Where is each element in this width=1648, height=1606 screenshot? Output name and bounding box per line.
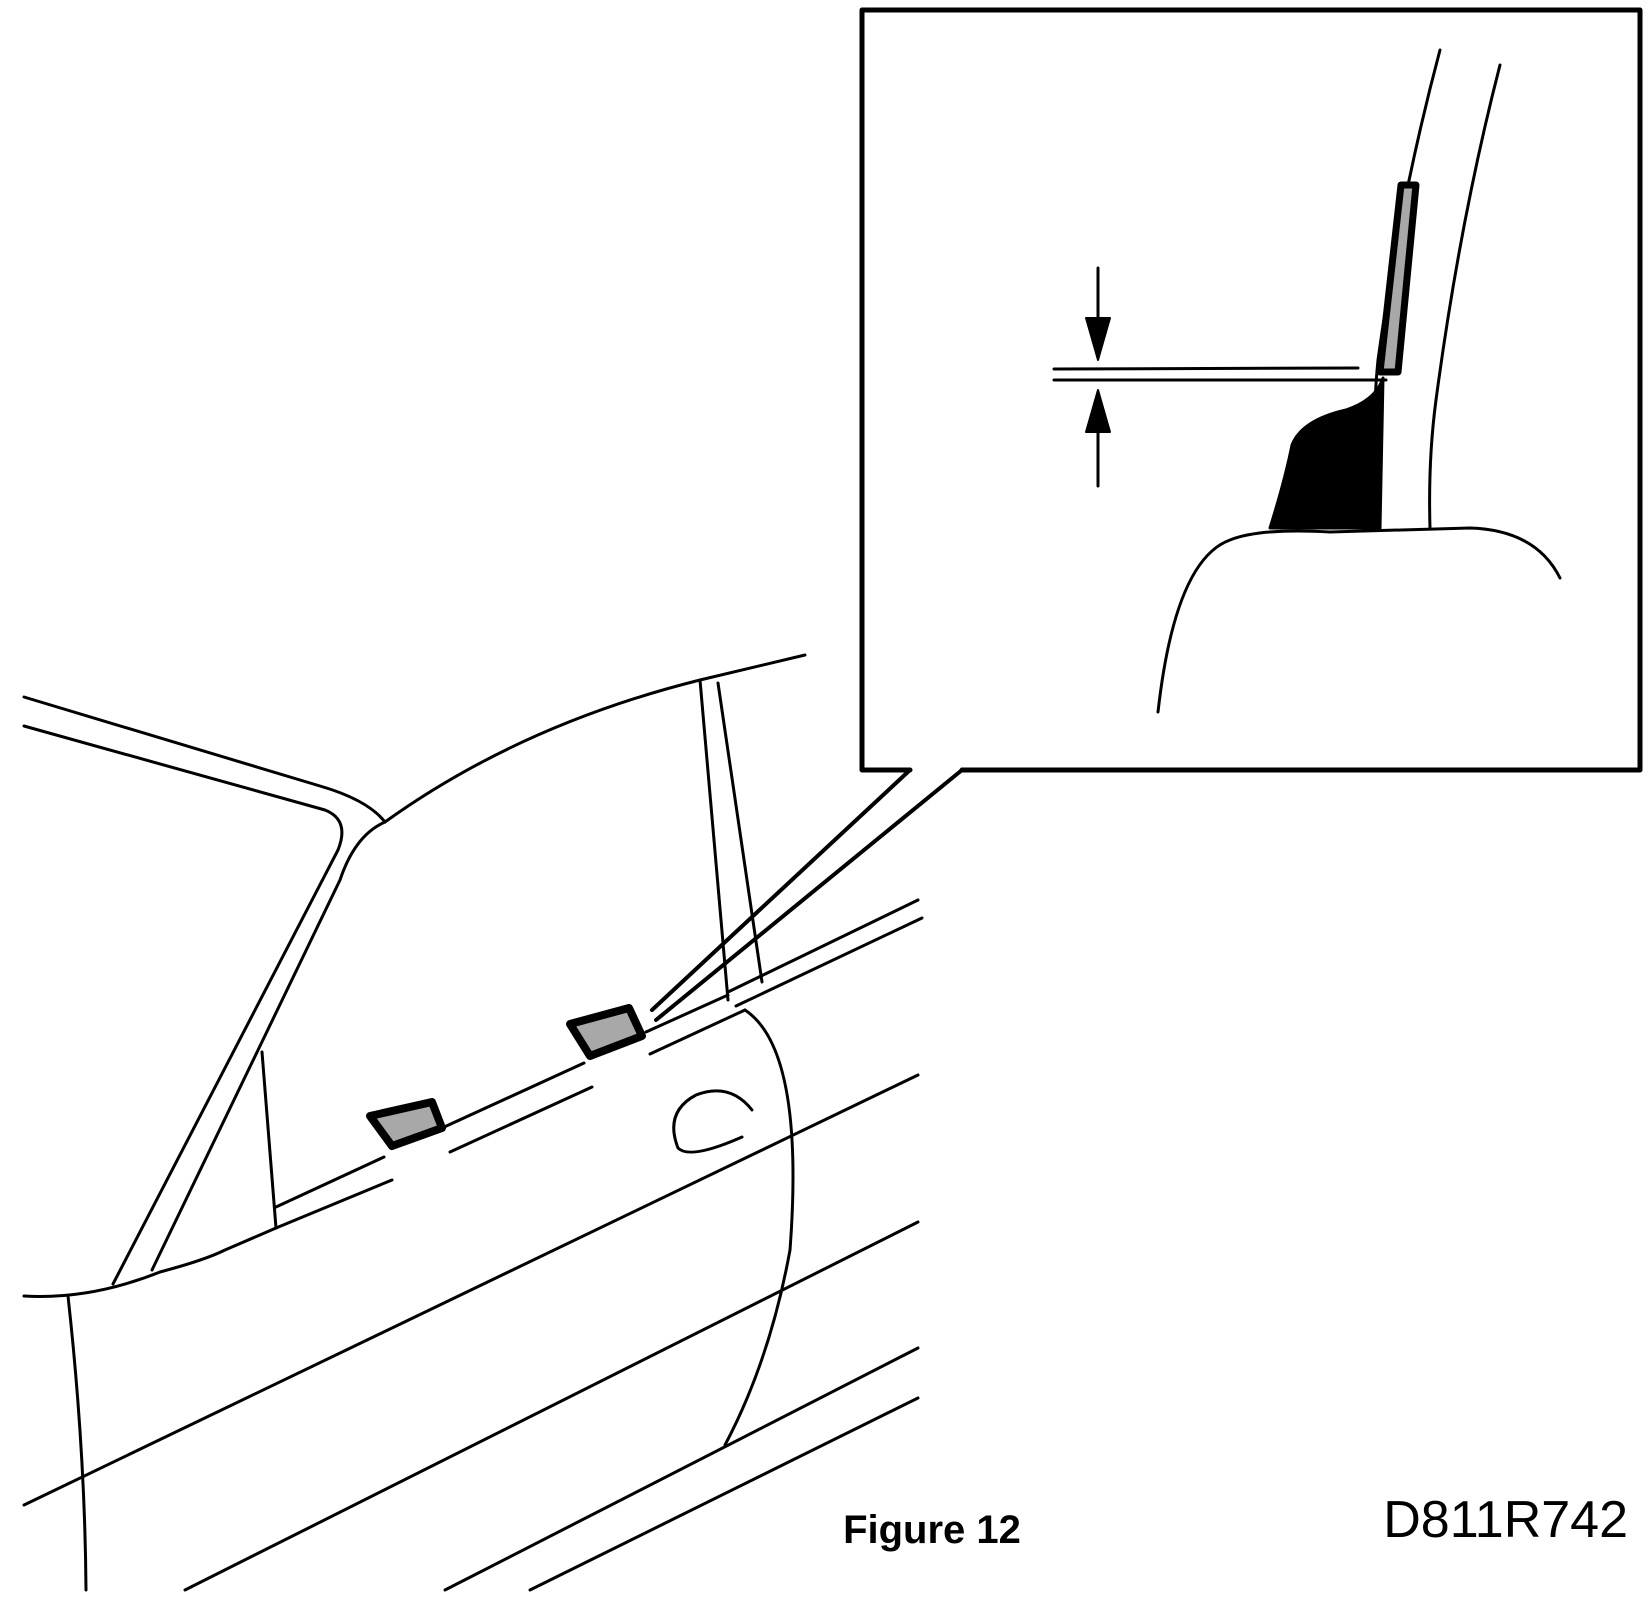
- body-line-4: [528, 1396, 920, 1592]
- inset-body-profile: [1156, 526, 1562, 714]
- body-line-3: [443, 1346, 920, 1592]
- arrow-down-icon: [1085, 266, 1111, 361]
- sill-pad-front: [366, 1098, 446, 1150]
- roof-rail-outer: [22, 695, 387, 824]
- sill-pads: [366, 1004, 646, 1150]
- car-body: [22, 653, 924, 1592]
- b-pillar-rear: [716, 681, 764, 984]
- rear-sill-lower: [734, 916, 924, 1008]
- inset-sealant-bead: [1268, 376, 1385, 530]
- vent-post: [260, 1050, 278, 1230]
- inset-glass-rear: [1428, 63, 1502, 530]
- sill-pad-rear: [566, 1004, 646, 1060]
- door-front-edge: [66, 1294, 88, 1592]
- callout-pointer-line-upper: [650, 768, 912, 1012]
- callout-pointer-line-lower: [654, 768, 964, 1022]
- body-line-1: [22, 1073, 920, 1507]
- inset-dimension-line-upper: [1052, 366, 1360, 371]
- detail-inset: [859, 7, 1643, 773]
- body-line-2: [183, 1220, 920, 1592]
- door-frame-front-inner: [150, 820, 387, 1272]
- figure-code: D811R742: [1383, 1491, 1628, 1549]
- b-pillar-front: [698, 678, 730, 1002]
- callout-pointer: [650, 768, 964, 1022]
- belt-line-upper: [274, 993, 730, 1209]
- door-window-top: [383, 653, 807, 824]
- inset-channel-strip: [1376, 181, 1420, 376]
- roof-rail-inner: [22, 724, 344, 852]
- door-handle: [672, 1089, 754, 1154]
- inset-frame: [859, 7, 1643, 773]
- door-frame-front-outer: [111, 848, 340, 1286]
- fender-top: [22, 1226, 278, 1298]
- belt-line-lower: [274, 1008, 747, 1230]
- door-rear-edge: [723, 1008, 795, 1447]
- rear-sill-upper: [726, 898, 920, 994]
- figure-caption: Figure 12: [843, 1508, 1021, 1552]
- arrow-up-icon: [1085, 389, 1111, 488]
